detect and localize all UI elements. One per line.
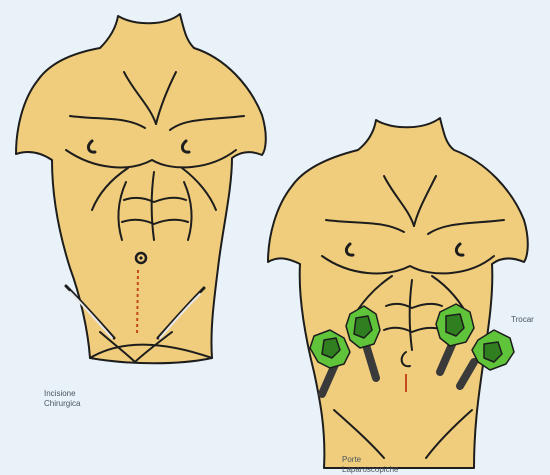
incision-label: Incisione Chirurgica [44, 389, 80, 409]
laparoscopic-ports-label: Porte Laparoscopiche [342, 455, 398, 475]
left-torso-silhouette [16, 14, 266, 363]
right-torso-silhouette [268, 118, 528, 468]
torso-laparoscopic [268, 118, 528, 468]
trocar-label: Trocar [511, 315, 534, 325]
torso-open-surgery [16, 14, 266, 363]
